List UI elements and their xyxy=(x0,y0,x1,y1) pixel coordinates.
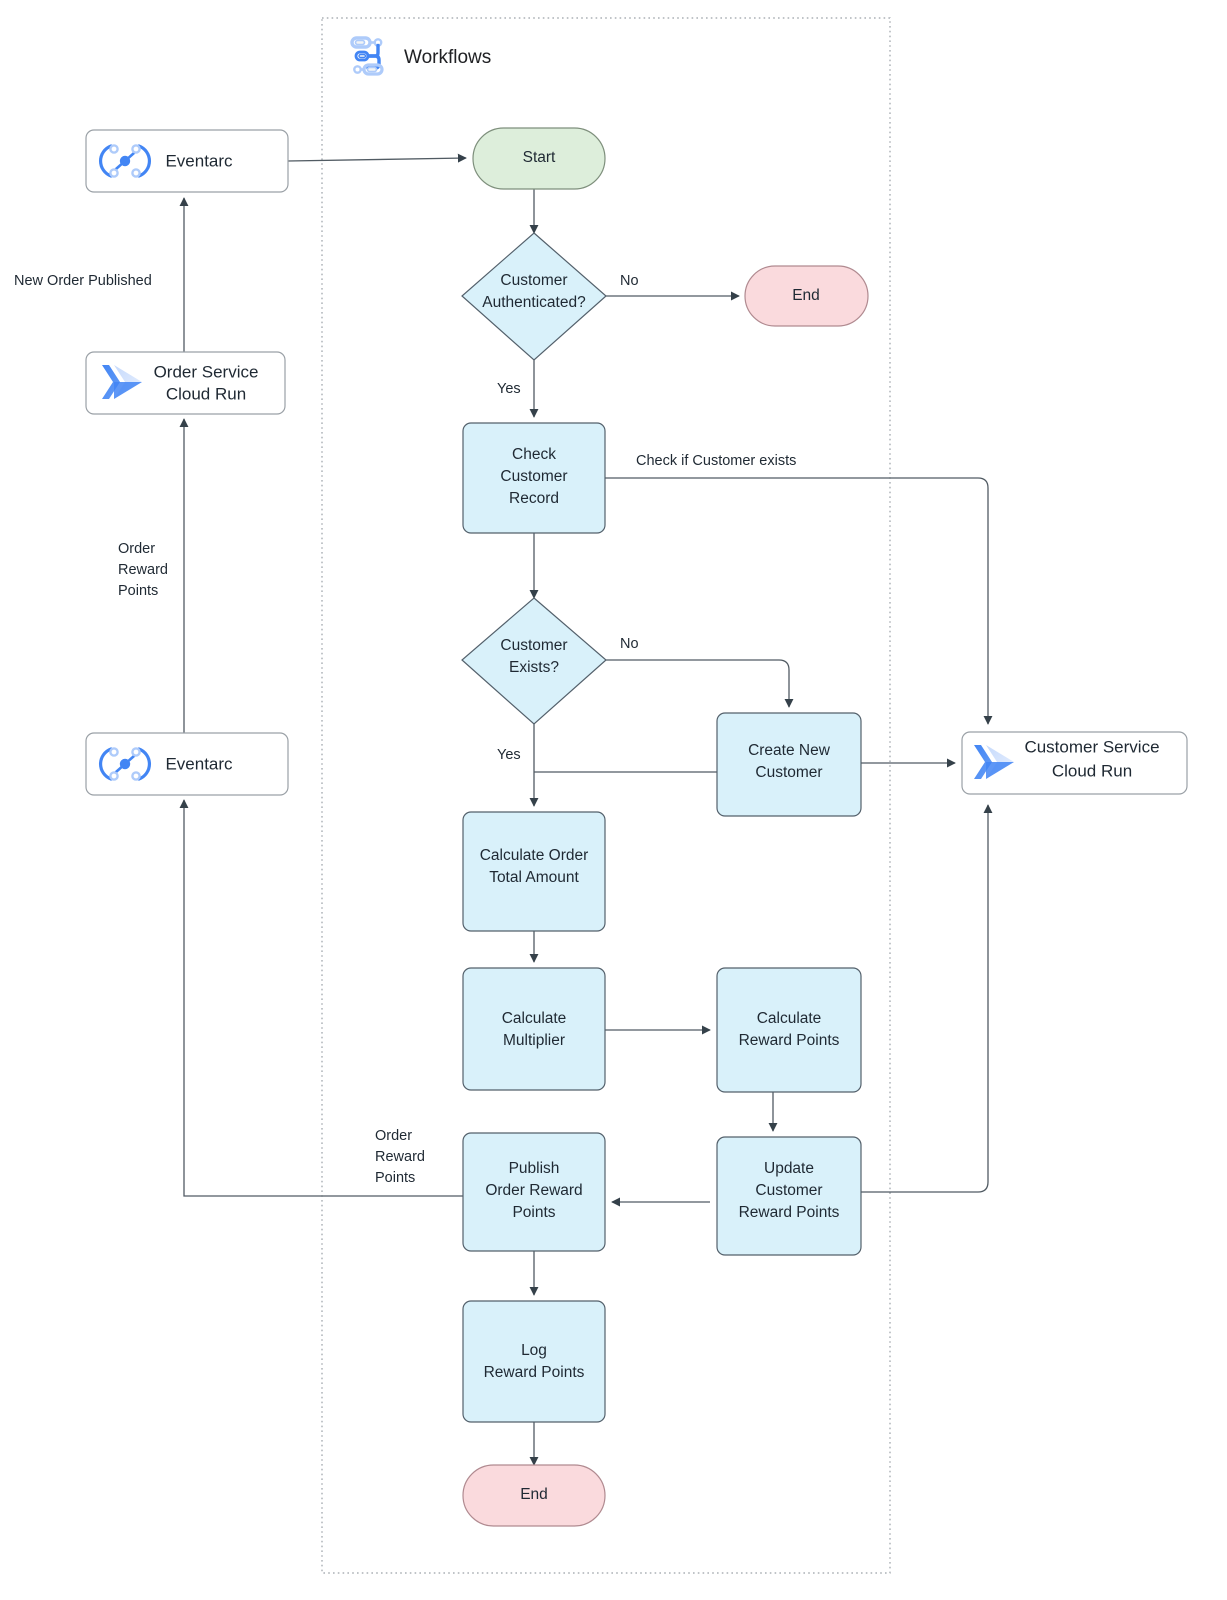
node-check-record-label-2: Customer xyxy=(500,468,567,485)
workflows-group-label: Workflows xyxy=(404,47,491,68)
eventarc-icon xyxy=(98,144,152,178)
node-publish-label-3: Points xyxy=(512,1204,555,1221)
node-calc-total-label-1: Calculate Order xyxy=(480,847,589,864)
node-eventarc-bottom[interactable]: Eventarc xyxy=(85,732,289,796)
node-calculate-multiplier[interactable]: Calculate Multiplier xyxy=(462,967,606,1091)
node-update-label-1: Update xyxy=(764,1160,814,1177)
node-start[interactable]: Start xyxy=(472,127,606,190)
node-end-top-label: End xyxy=(792,287,820,304)
node-eventarc-bottom-label: Eventarc xyxy=(165,754,233,773)
node-update-customer-reward-points[interactable]: Update Customer Reward Points xyxy=(716,1136,862,1256)
node-publish-label-1: Publish xyxy=(509,1160,560,1177)
node-customer-exists[interactable]: Customer Exists? xyxy=(461,597,607,725)
node-log-label-1: Log xyxy=(521,1342,547,1359)
cloud-run-icon xyxy=(102,365,142,399)
node-check-customer-record[interactable]: Check Customer Record xyxy=(462,422,606,534)
node-customer-service-label-1: Customer Service xyxy=(1024,737,1159,756)
node-customer-authenticated-label-2: Authenticated? xyxy=(482,294,586,311)
node-calc-multiplier-label-1: Calculate xyxy=(502,1010,567,1027)
node-calculate-order-total[interactable]: Calculate Order Total Amount xyxy=(462,811,606,932)
node-log-label-2: Reward Points xyxy=(484,1364,585,1381)
node-customer-exists-label-1: Customer xyxy=(500,637,567,654)
edge-label-new-order-published: New Order Published xyxy=(14,273,152,289)
node-calc-reward-label-1: Calculate xyxy=(757,1010,822,1027)
workflows-group-boundary xyxy=(321,17,891,1574)
node-customer-service-cloud-run[interactable]: Customer Service Cloud Run xyxy=(961,731,1188,795)
edge-publish-to-eventarc-bottom xyxy=(179,799,463,1197)
eventarc-icon xyxy=(98,747,152,781)
edge-label-auth-yes: Yes xyxy=(497,381,521,397)
node-end-bottom-label: End xyxy=(520,1486,548,1503)
node-calculate-reward-points[interactable]: Calculate Reward Points xyxy=(716,967,862,1093)
node-order-service-cloud-run[interactable]: Order Service Cloud Run xyxy=(85,351,286,415)
node-customer-authenticated[interactable]: Customer Authenticated? xyxy=(461,232,607,361)
workflows-icon xyxy=(350,36,384,76)
edge-exists-no-to-create-customer xyxy=(606,659,794,708)
node-publish-label-2: Order Reward xyxy=(485,1182,582,1199)
edge-eventarc-to-start xyxy=(287,153,467,163)
edge-update-to-customer-service xyxy=(861,804,993,1193)
node-check-record-label-3: Record xyxy=(509,490,559,507)
node-end-top[interactable]: End xyxy=(744,265,869,327)
node-calc-multiplier-label-2: Multiplier xyxy=(503,1032,565,1049)
node-log-reward-points[interactable]: Log Reward Points xyxy=(462,1300,606,1423)
edge-label-pub-order-l2: Reward xyxy=(375,1149,425,1165)
edge-label-order-reward-points-l3: Points xyxy=(118,583,158,599)
node-check-record-label-1: Check xyxy=(512,446,556,463)
edge-label-pub-order-l1: Order xyxy=(375,1128,412,1144)
edge-label-exists-yes: Yes xyxy=(497,747,521,763)
node-eventarc-top[interactable]: Eventarc xyxy=(85,129,289,193)
node-update-label-3: Reward Points xyxy=(739,1204,840,1221)
node-customer-authenticated-label-1: Customer xyxy=(500,272,567,289)
node-publish-order-reward-points[interactable]: Publish Order Reward Points xyxy=(462,1132,606,1252)
node-update-label-2: Customer xyxy=(755,1182,822,1199)
node-calc-reward-label-2: Reward Points xyxy=(739,1032,840,1049)
node-eventarc-top-label: Eventarc xyxy=(165,151,233,170)
node-end-bottom[interactable]: End xyxy=(462,1464,606,1527)
node-create-new-customer[interactable]: Create New Customer xyxy=(716,712,862,817)
node-create-customer-label-1: Create New xyxy=(748,742,831,759)
node-customer-service-label-2: Cloud Run xyxy=(1052,761,1132,780)
node-order-service-label-2: Cloud Run xyxy=(166,384,246,403)
edge-label-auth-no: No xyxy=(620,273,639,289)
node-start-label: Start xyxy=(523,149,556,166)
edge-label-order-reward-points-l1: Order xyxy=(118,541,155,557)
edge-label-pub-order-l3: Points xyxy=(375,1170,415,1186)
node-order-service-label-1: Order Service xyxy=(154,362,259,381)
edge-check-record-to-customer-service xyxy=(605,477,993,725)
edge-label-exists-no: No xyxy=(620,636,639,652)
edge-label-check-if-customer-exists: Check if Customer exists xyxy=(636,453,796,469)
cloud-run-icon xyxy=(974,745,1014,779)
node-create-customer-label-2: Customer xyxy=(755,764,822,781)
edge-label-order-reward-points-l2: Reward xyxy=(118,562,168,578)
node-calc-total-label-2: Total Amount xyxy=(489,869,579,886)
node-customer-exists-label-2: Exists? xyxy=(509,659,559,676)
